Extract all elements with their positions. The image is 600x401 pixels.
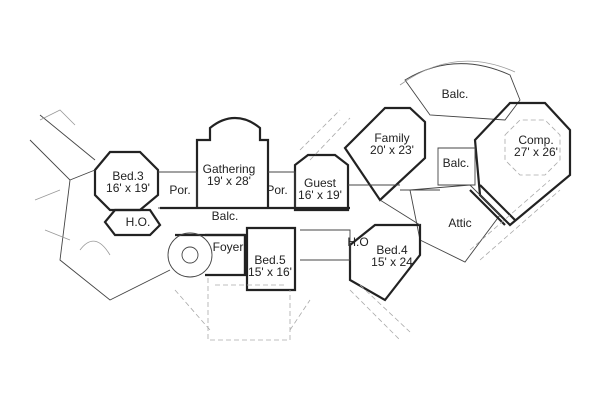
bed3-walls (93, 150, 160, 212)
small-balcony (437, 147, 476, 186)
stair-walls (469, 184, 516, 226)
room-label-home-office-left: H.O. (125, 215, 151, 229)
interior-lines (300, 184, 440, 261)
spiral-stair (167, 232, 213, 278)
spiral-stair-core (181, 246, 199, 264)
upper-balcony-rail (399, 60, 516, 86)
comp-ceiling-outline (504, 119, 561, 176)
room-label-balcony-corridor: Balc. (211, 209, 239, 223)
room-label-porch-right: Por. (266, 183, 288, 197)
room-label-upper-balcony: Balc. (441, 87, 469, 101)
room-label-attic: Attic (448, 216, 472, 230)
left-wing-outline (29, 114, 171, 301)
attic-outline (409, 184, 501, 263)
room-label-small-balcony: Balc. (442, 156, 470, 170)
right-wing-dashed (299, 109, 561, 341)
home-office-left-walls (103, 208, 162, 237)
bed5-walls (245, 226, 297, 292)
gathering-walls (195, 116, 270, 208)
front-entry-outline (174, 278, 311, 341)
room-label-home-office-right: H.O (347, 235, 369, 249)
room-label-comp: Comp.27' x 26' (514, 133, 558, 159)
foyer-walls (205, 233, 247, 277)
left-wing-detail (34, 109, 111, 256)
bed4-walls (348, 223, 422, 302)
guest-walls (293, 153, 350, 212)
room-label-foyer: Foyer (212, 240, 244, 254)
room-label-porch-left: Por. (169, 183, 191, 197)
